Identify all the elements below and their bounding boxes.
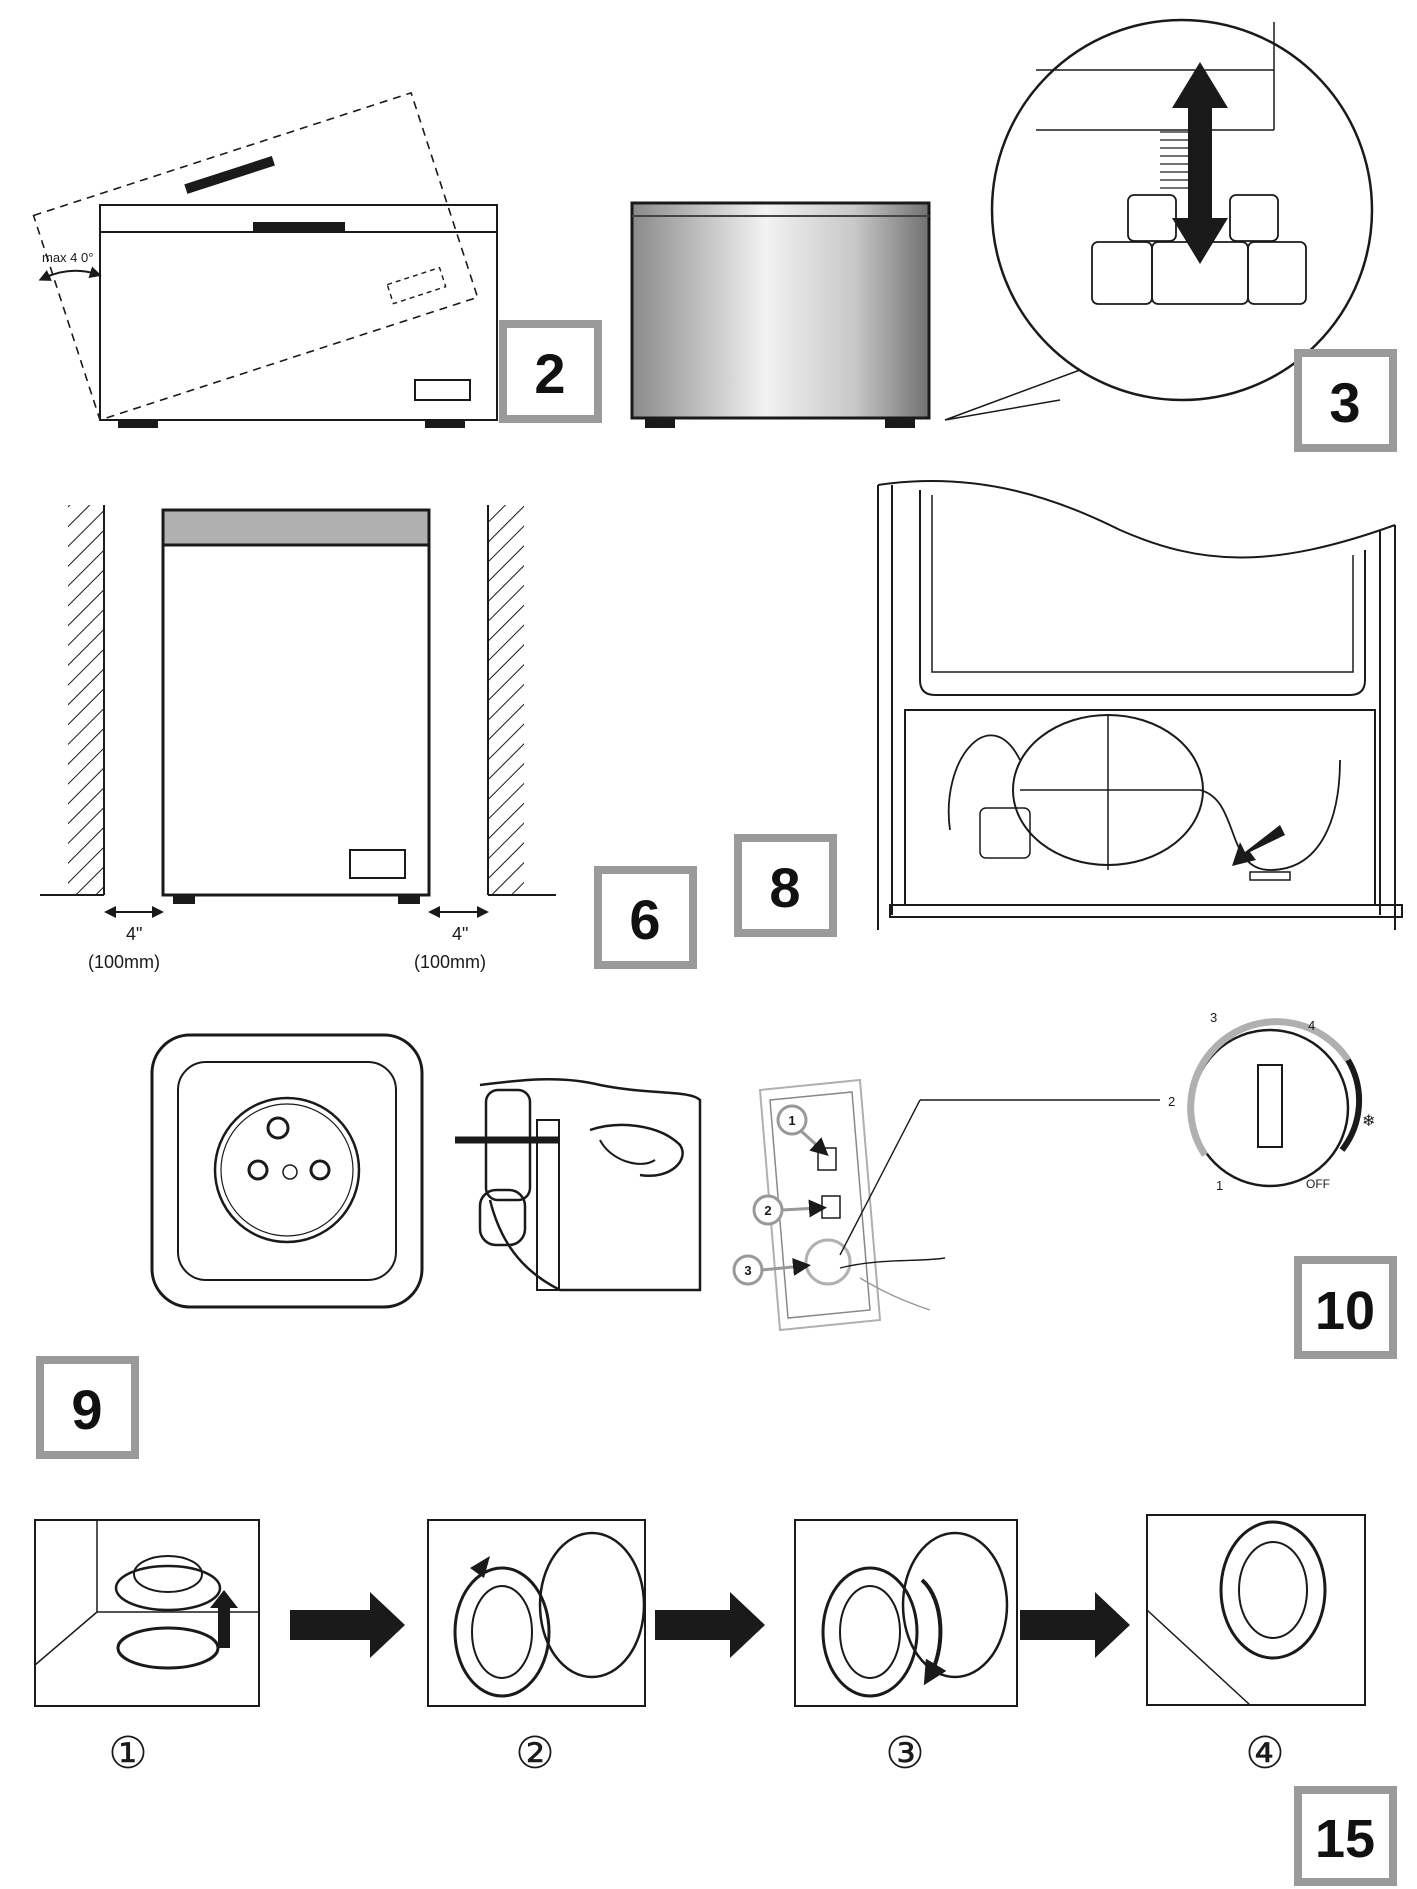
svg-text:1: 1 xyxy=(788,1113,795,1128)
tilt-illustration: max 4 0° xyxy=(32,91,498,428)
plug-in-hand xyxy=(455,1077,702,1292)
wall-clearance-illustration: 4" (100mm) 4" (100mm) xyxy=(40,505,556,972)
svg-text:6: 6 xyxy=(629,888,660,951)
left-clearance-mm: (100mm) xyxy=(88,952,160,972)
svg-text:2: 2 xyxy=(534,342,565,405)
tilt-angle-arc xyxy=(38,266,102,281)
badge-15: 15 xyxy=(1294,1786,1397,1886)
badge-9: 9 xyxy=(36,1356,139,1459)
freezer-front xyxy=(161,508,431,897)
badge-3: 3 xyxy=(1294,349,1397,452)
step-label-2: ② xyxy=(515,1729,554,1778)
dial-pos-2: 2 xyxy=(1168,1094,1175,1109)
svg-text:3: 3 xyxy=(1329,371,1360,434)
socket-and-plug xyxy=(150,1033,702,1309)
step-3-frame xyxy=(794,1519,1018,1707)
step-arrow-2 xyxy=(655,1592,765,1658)
badge-8: 8 xyxy=(734,834,837,937)
callout-3: 3 xyxy=(732,1254,811,1286)
thermostat-control: 1 2 3 1 2 3 4 OFF ❄ xyxy=(732,1010,1375,1332)
step-label-3: ③ xyxy=(885,1729,924,1778)
dial-pos-1: 1 xyxy=(1216,1178,1223,1193)
badge-10: 10 xyxy=(1294,1256,1397,1359)
callout-1: 1 xyxy=(776,1104,829,1157)
drain-plug-steps: ① ② ③ ④ xyxy=(34,1514,1366,1778)
leveling-foot-detail xyxy=(944,18,1374,421)
step-label-1: ① xyxy=(108,1729,147,1778)
right-clearance-inches: 4" xyxy=(452,924,468,944)
step-1-frame xyxy=(34,1519,260,1707)
badge-6: 6 xyxy=(594,866,697,969)
freezer-tilted-ghost xyxy=(32,91,479,422)
freezer-foot-left xyxy=(118,420,158,428)
step-arrow-3 xyxy=(1020,1592,1130,1658)
left-clearance-inches: 4" xyxy=(126,924,142,944)
freezer-logo-plate xyxy=(349,849,406,879)
compressor-compartment xyxy=(877,480,1403,930)
dial-pos-4: 4 xyxy=(1308,1018,1315,1033)
badge-2: 2 xyxy=(499,320,602,423)
svg-text:2: 2 xyxy=(764,1203,771,1218)
step-2-frame xyxy=(427,1519,646,1707)
step-label-4: ④ xyxy=(1245,1729,1284,1778)
right-clearance-mm: (100mm) xyxy=(414,952,486,972)
freezer-handle xyxy=(253,222,345,232)
rotate-arrow-icon xyxy=(920,1578,947,1686)
snowflake-icon: ❄ xyxy=(1362,1113,1375,1130)
step-arrow-1 xyxy=(290,1592,405,1658)
freezer-badge-plate xyxy=(414,379,471,401)
pointer-arrow-icon xyxy=(1232,825,1285,866)
temperature-dial: 1 2 3 4 OFF ❄ xyxy=(1168,1010,1375,1193)
max-angle-label: max 4 0° xyxy=(42,250,93,265)
svg-text:10: 10 xyxy=(1315,1281,1375,1341)
up-down-arrow-icon xyxy=(1172,62,1228,264)
freezer-body-outline xyxy=(99,204,498,421)
svg-text:15: 15 xyxy=(1315,1809,1375,1869)
wall-socket-plate xyxy=(150,1033,424,1309)
push-arrow-icon xyxy=(470,1556,490,1578)
freezer-front-steel xyxy=(630,201,931,428)
dial-pos-off: OFF xyxy=(1306,1177,1330,1191)
freezer-foot-right xyxy=(425,420,465,428)
callout-2: 2 xyxy=(752,1194,827,1226)
svg-text:8: 8 xyxy=(769,856,800,919)
dial-pos-3: 3 xyxy=(1210,1010,1217,1025)
svg-text:3: 3 xyxy=(744,1263,751,1278)
freezer-lid xyxy=(161,508,431,547)
lift-arrow-icon xyxy=(210,1590,238,1648)
step-4-frame xyxy=(1146,1514,1366,1706)
svg-text:9: 9 xyxy=(71,1378,102,1441)
